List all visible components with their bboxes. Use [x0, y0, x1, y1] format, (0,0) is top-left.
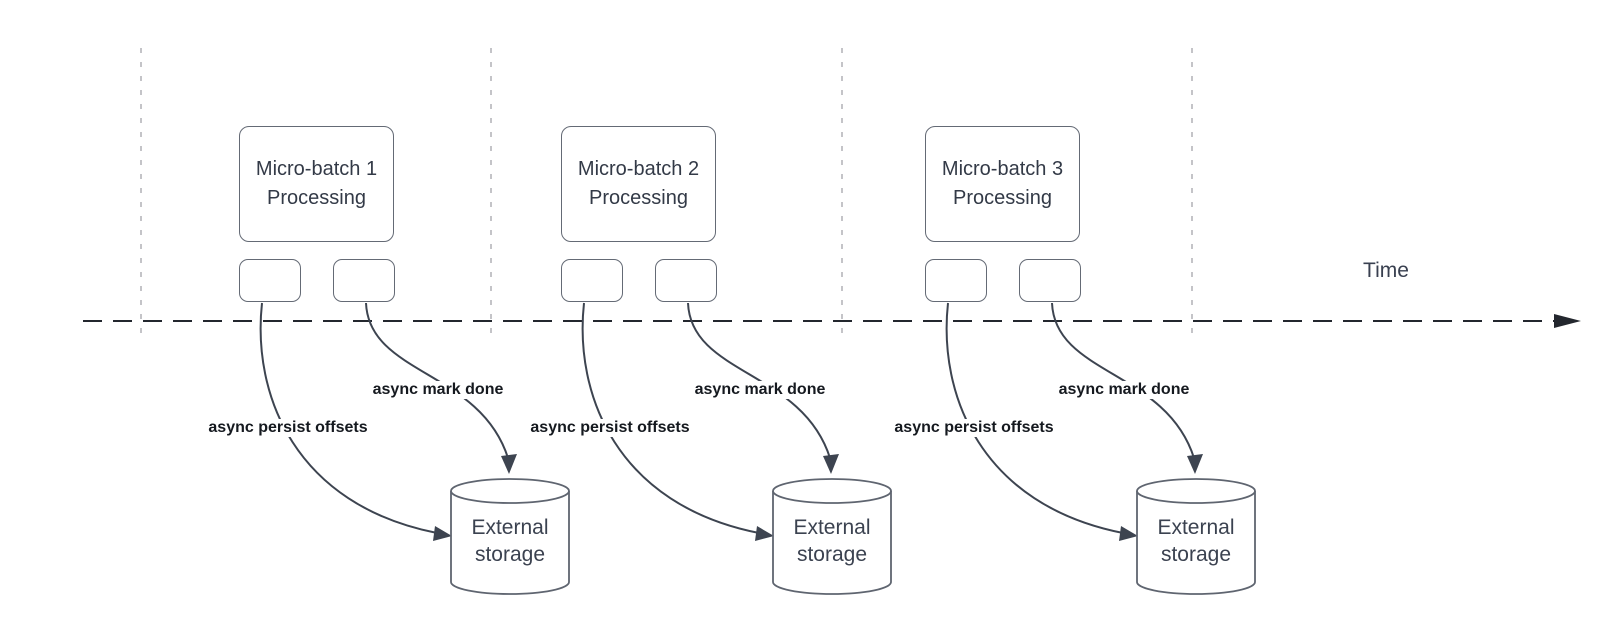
storage-cylinder-body: [1136, 491, 1256, 595]
storage-cylinder-body: [772, 491, 892, 595]
mark-done-arrow-curve: [365, 302, 509, 459]
mark-done-arrowhead-icon: [823, 454, 839, 474]
storage-cylinder-top: [1136, 478, 1256, 504]
persist-offsets-arrowhead-icon: [755, 526, 774, 541]
storage-cylinder-top: [450, 478, 570, 504]
mark-done-arrowhead-icon: [1187, 454, 1203, 474]
persist-offsets-arrowhead-icon: [1119, 526, 1138, 541]
time-axis-arrowhead-icon: [1554, 314, 1581, 328]
group-3-connectors: [945, 302, 1256, 595]
group-1-connectors: [259, 302, 570, 595]
storage-cylinder-body: [450, 491, 570, 595]
time-axis-label: Time: [1363, 259, 1409, 282]
persist-offsets-arrow-curve: [945, 302, 1124, 534]
storage-cylinder-top: [772, 478, 892, 504]
persist-offsets-arrow-curve: [259, 302, 438, 534]
persist-offsets-arrowhead-icon: [433, 526, 452, 541]
mark-done-arrow-curve: [687, 302, 831, 459]
mark-done-arrow-curve: [1051, 302, 1195, 459]
mark-done-arrowhead-icon: [501, 454, 517, 474]
persist-offsets-arrow-curve: [581, 302, 760, 534]
group-2-connectors: [581, 302, 892, 595]
